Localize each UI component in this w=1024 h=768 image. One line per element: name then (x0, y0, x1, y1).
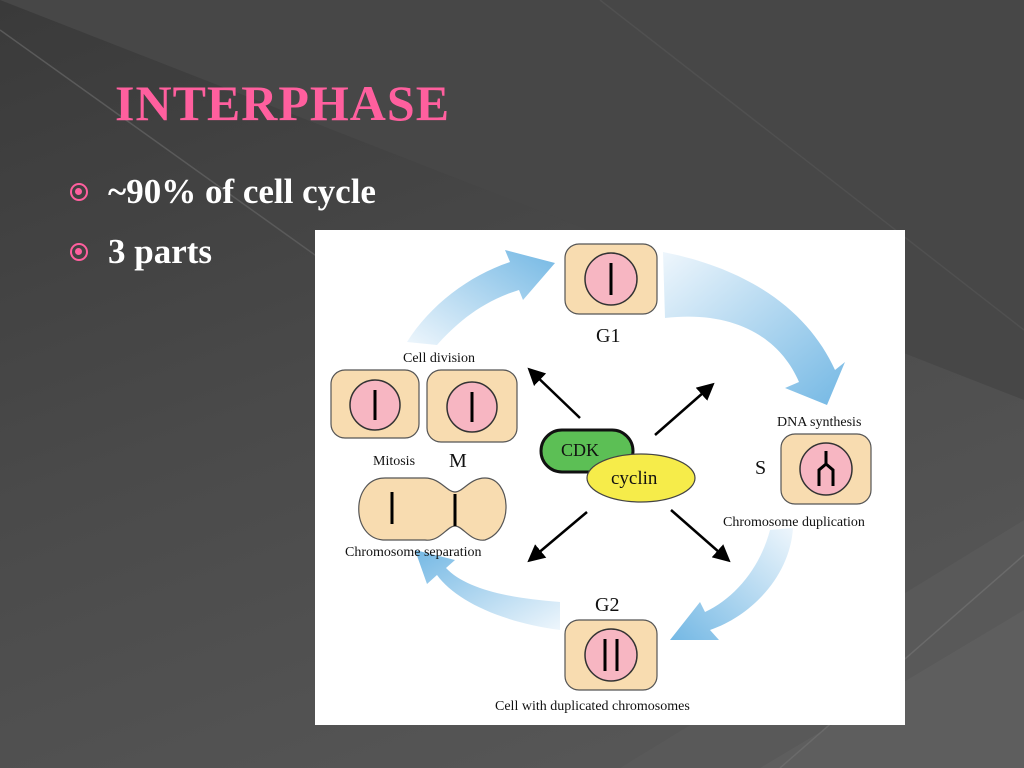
label-chromosome-duplication: Chromosome duplication (723, 515, 865, 530)
bullet-text: ~90% of cell cycle (108, 172, 376, 211)
label-dna-synthesis: DNA synthesis (777, 415, 861, 430)
center-arrow-to-chromosome-separation (527, 511, 588, 563)
circle-bullet-icon (70, 243, 88, 261)
center-arrow-to-dna-synthesis (654, 382, 715, 436)
cycle-arrow-g1-to-s (663, 252, 845, 405)
dividing-cell (358, 477, 507, 541)
cycle-arrow-g2-to-m (415, 550, 560, 630)
daughter-cell-left (330, 369, 420, 439)
cycle-arrow-s-to-g2 (670, 528, 793, 640)
daughter-cell-right (426, 369, 518, 443)
slide-title: INTERPHASE (115, 75, 451, 131)
label-mitosis: Mitosis (373, 454, 415, 469)
label-chromosome-separation: Chromosome separation (345, 545, 481, 560)
s-cell (780, 433, 872, 505)
label-g1: G1 (596, 325, 620, 347)
cdk-cyclin-complex: CDK cyclin (539, 428, 696, 503)
circle-bullet-icon (70, 183, 88, 201)
label-cyclin: cyclin (611, 468, 658, 489)
label-cdk: CDK (561, 440, 599, 460)
label-g2: G2 (595, 594, 619, 616)
label-m: M (449, 450, 467, 472)
cell-cycle-diagram: G1 Cell division Mitosis M Chromosome se… (315, 230, 905, 725)
cycle-arrow-m-to-g1 (407, 250, 555, 345)
cell-cycle-svg: G1 Cell division Mitosis M Chromosome se… (330, 243, 872, 714)
g2-cell (564, 619, 658, 691)
bullet-item: ~90% of cell cycle (70, 162, 376, 222)
bullet-text: 3 parts (108, 232, 213, 271)
g1-cell (564, 243, 658, 315)
bullet-list: ~90% of cell cycle 3 parts (70, 162, 376, 282)
label-s: S (755, 457, 766, 479)
bullet-item: 3 parts (70, 222, 376, 282)
label-cell-with-duplicated-chromosomes: Cell with duplicated chromosomes (495, 699, 690, 714)
label-cell-division: Cell division (403, 351, 475, 366)
center-arrow-to-g2 (670, 509, 731, 563)
center-arrow-to-cell-division (527, 367, 581, 419)
